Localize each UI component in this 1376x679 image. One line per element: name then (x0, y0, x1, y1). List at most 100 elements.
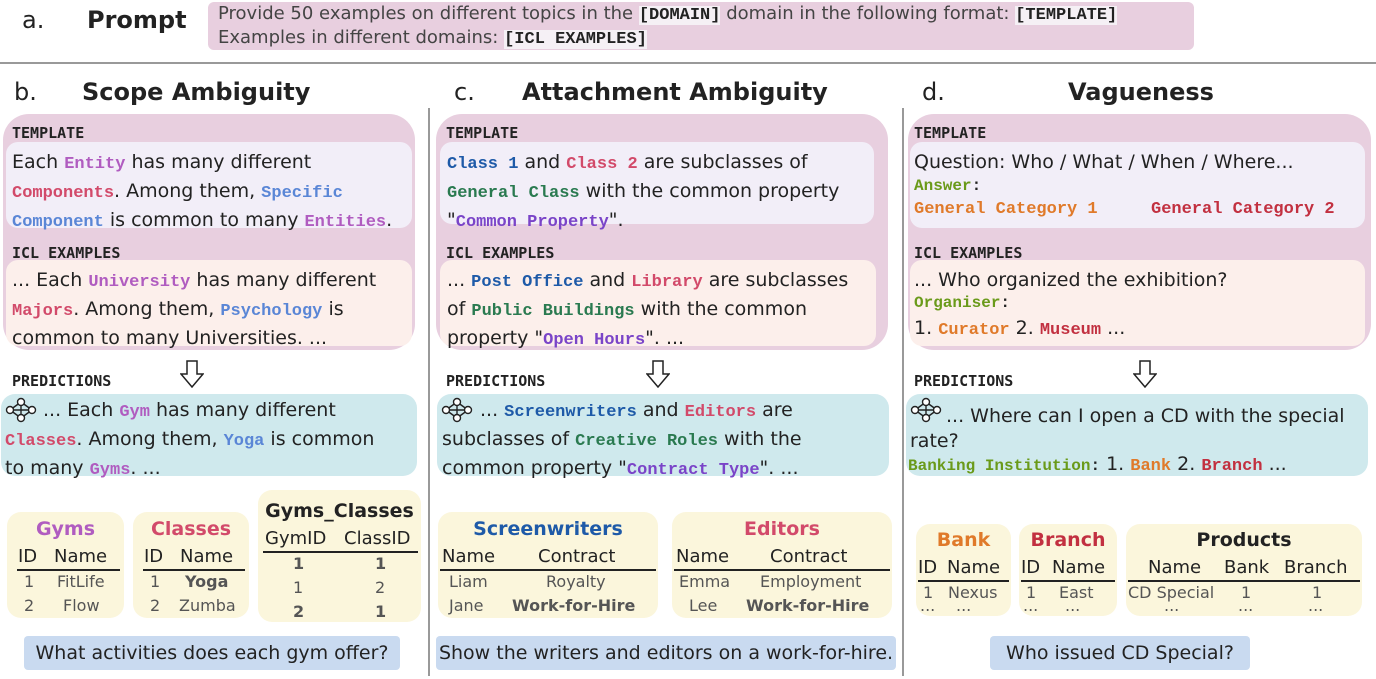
vague-p-n2: 2. (1177, 453, 1196, 475)
vague-t-cat1: General Category 1 (914, 200, 1098, 219)
scope-p-end: . ... (130, 457, 161, 479)
vague-p-n1: 1. (1106, 453, 1125, 475)
scope-p-to: to many (5, 457, 84, 479)
scope-icl-box: ... Each University has many different M… (6, 260, 412, 349)
screenwriters-table: Screenwriters Name Contract Liam Royalty… (438, 512, 658, 618)
branch-row1-id: 1 (1026, 583, 1037, 602)
vague-i-list: 1. Curator 2. Museum ... (914, 315, 1125, 344)
branch-row2-name: ... (1065, 596, 1081, 615)
column-divider-1 (428, 108, 430, 676)
scope-p-yoga: Yoga (223, 432, 265, 451)
attach-predictions-label: PREDICTIONS (446, 372, 546, 390)
classes-row1-id: 1 (150, 572, 161, 591)
attach-i-and: and (589, 269, 626, 291)
scope-t-specific: Specific (261, 184, 343, 203)
gyms-row1-name: FitLife (57, 572, 105, 591)
branch-header-rule (1021, 580, 1115, 582)
editors-row2-name: Lee (689, 596, 718, 615)
branch-row2-id: ... (1023, 596, 1039, 615)
attach-t-class2: Class 2 (566, 155, 638, 174)
vague-down-arrow-icon (1133, 360, 1157, 388)
editors-header-contract: Contract (770, 546, 848, 567)
prompt-line-2: Examples in different domains: [ICL EXAM… (218, 26, 647, 52)
prompt-domain: [DOMAIN] (638, 6, 721, 25)
vague-title: Vagueness (1068, 78, 1214, 106)
classes-table: Classes ID Name 1 Yoga 2 Zumba (133, 512, 249, 618)
attach-network-icon (441, 397, 473, 423)
junction-header-gymid: GymID (265, 528, 327, 549)
attach-p-subclasses: subclasses of (442, 428, 570, 450)
attach-title: Attachment Ambiguity (522, 78, 828, 106)
scope-t-among: . Among them, (114, 180, 256, 202)
attach-i-property: property " (447, 327, 544, 349)
products-table-title: Products (1196, 529, 1292, 551)
prompt-box: Provide 50 examples on different topics … (208, 2, 1194, 50)
classes-header-name: Name (180, 546, 234, 567)
gyms-table: Gyms ID Name 1 FitLife 2 Flow (7, 512, 124, 618)
editors-table: Editors Name Contract Emma Employment Le… (672, 512, 892, 618)
scope-t-entity: Entity (64, 155, 126, 174)
attach-template-label: TEMPLATE (446, 124, 519, 142)
vague-network-icon (910, 397, 942, 423)
prompt-line1-mid: domain in the following format: (726, 3, 1010, 24)
prompt-line-1: Provide 50 examples on different topics … (218, 2, 1118, 28)
scope-t-has: has many different (131, 151, 312, 173)
editors-table-title: Editors (744, 518, 820, 540)
screenwriters-header-name: Name (442, 546, 496, 567)
bank-header-rule (918, 580, 1009, 582)
products-row2-bank: ... (1238, 596, 1254, 615)
scope-p-among: . Among them, (76, 428, 218, 450)
attach-t-are: are subclasses of (643, 151, 808, 173)
prompt-icl: [ICL EXAMPLES] (504, 30, 647, 49)
attach-question: Show the writers and editors on a work-f… (436, 636, 896, 670)
vague-p-line2: rate? (910, 430, 959, 452)
scope-p-is: is common (270, 428, 375, 450)
attach-i-of: of (447, 298, 466, 320)
products-row2-name: ... (1164, 596, 1180, 615)
attach-template-text: Class 1 and Class 2 are subclasses of Ge… (440, 142, 874, 243)
scope-p-gym: Gym (119, 403, 150, 422)
vague-p-branch: Branch (1201, 457, 1263, 476)
scope-template-text-box: Each Entity has many different Component… (6, 142, 412, 232)
attach-t-with: with the common property (585, 180, 840, 202)
classes-table-title: Classes (150, 518, 232, 540)
attach-t-general: General Class (447, 184, 580, 203)
branch-header-id: ID (1021, 557, 1041, 578)
vague-t-colon: : (971, 177, 982, 195)
products-header-name: Name (1148, 557, 1202, 578)
vague-prediction-box: ... Where can I open a CD with the speci… (906, 394, 1368, 476)
vague-i-n1: 1. (914, 317, 933, 339)
classes-header-rule (143, 569, 245, 571)
scope-p-classes: Classes (5, 432, 77, 451)
scope-t-component: Component (12, 213, 104, 232)
gyms-header-rule (17, 569, 120, 571)
prompt-title: Prompt (87, 6, 187, 34)
classes-row1-name: Yoga (185, 572, 229, 591)
attach-t-q1: " (447, 209, 456, 231)
scope-prediction-box: ... Each Gym has many different Classes.… (1, 394, 417, 480)
attach-prediction-box: ... Screenwriters and Editors are subcla… (437, 394, 889, 480)
vague-p-bank: Bank (1130, 457, 1172, 476)
products-header-rule (1128, 580, 1360, 582)
vague-i-curator: Curator (938, 321, 1010, 340)
classes-row2-id: 2 (150, 596, 161, 615)
attach-i-library: Library (631, 273, 703, 292)
gyms-row2-id: 2 (24, 596, 35, 615)
attach-letter: c. (454, 78, 475, 106)
products-row1-bank: 1 (1241, 583, 1252, 602)
scope-i-majors: Majors (12, 302, 74, 321)
vague-i-organiser-line: Organiser: (914, 292, 1010, 312)
vague-p-line1: ... Where can I open a CD with the speci… (946, 405, 1345, 427)
products-row1-branch: 1 (1312, 583, 1323, 602)
products-table: Products Name Bank Branch CD Special 1 1… (1126, 524, 1362, 616)
attach-p-common: common property " (442, 457, 627, 479)
attach-i-with: with the common (640, 298, 807, 320)
products-header-bank: Bank (1224, 557, 1270, 578)
vague-i-n2: 2. (1015, 317, 1034, 339)
prompt-letter: a. (22, 6, 45, 34)
scope-i-common: common to many Universities. ... (12, 327, 328, 349)
editors-row1-contract: Employment (760, 572, 862, 591)
scope-i-is: is (328, 298, 344, 320)
gyms-classes-table: Gyms_Classes GymID ClassID 1 1 1 2 2 1 (258, 490, 421, 622)
scope-p-has: has many different (156, 399, 336, 421)
